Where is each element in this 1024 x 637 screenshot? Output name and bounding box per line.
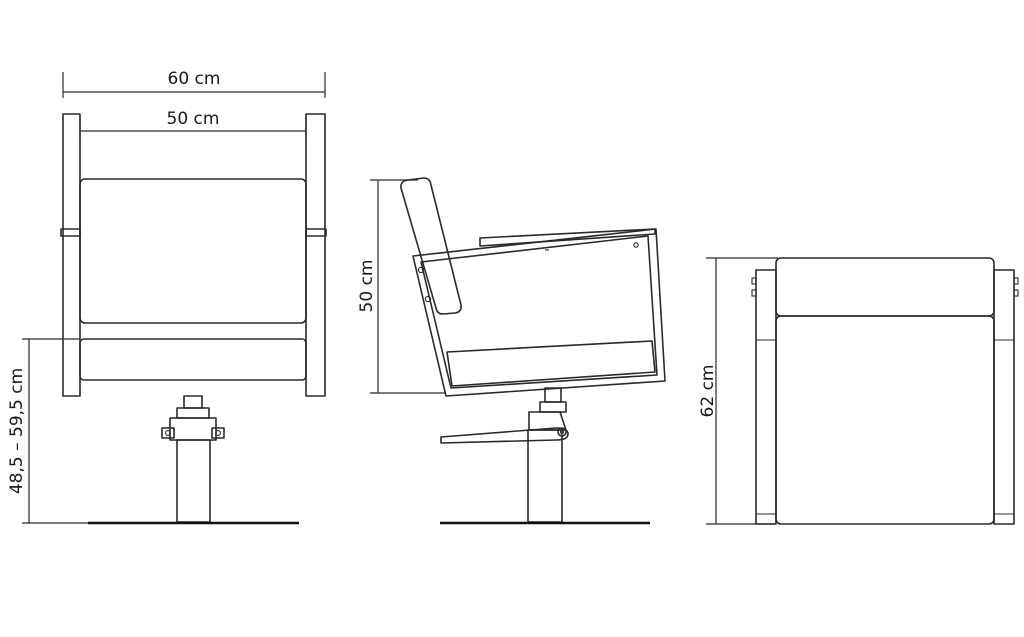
seat-height-label: 48,5 – 59,5 cm — [7, 368, 27, 494]
dimension-depth: 62 cm — [698, 257, 778, 525]
dimension-backrest-height: 50 cm — [357, 179, 446, 394]
dimension-seat-width: 50 cm — [79, 109, 307, 138]
top-seat — [775, 315, 995, 525]
total-width-label: 60 cm — [168, 69, 221, 89]
top-backrest — [775, 257, 995, 317]
side-frame — [412, 228, 666, 397]
front-view: 60 cm 50 cm — [7, 69, 327, 525]
top-right-armrest — [993, 269, 1015, 525]
dimension-total-width: 60 cm — [62, 69, 326, 98]
front-left-armrest — [62, 113, 81, 397]
dimension-seat-height: 48,5 – 59,5 cm — [7, 338, 88, 524]
top-left-armrest — [755, 269, 777, 525]
side-pedestal — [527, 429, 563, 523]
depth-label: 62 cm — [698, 365, 718, 418]
side-backrest — [400, 177, 462, 315]
backrest-height-label: 50 cm — [357, 260, 377, 313]
side-view: 50 cm — [357, 177, 666, 525]
front-right-armrest — [305, 113, 326, 397]
side-seat — [446, 340, 656, 387]
front-backrest — [79, 178, 307, 324]
seat-width-label: 50 cm — [167, 109, 220, 129]
top-view: 62 cm — [698, 257, 1019, 525]
front-seat — [79, 338, 307, 381]
front-pedestal — [176, 439, 211, 523]
